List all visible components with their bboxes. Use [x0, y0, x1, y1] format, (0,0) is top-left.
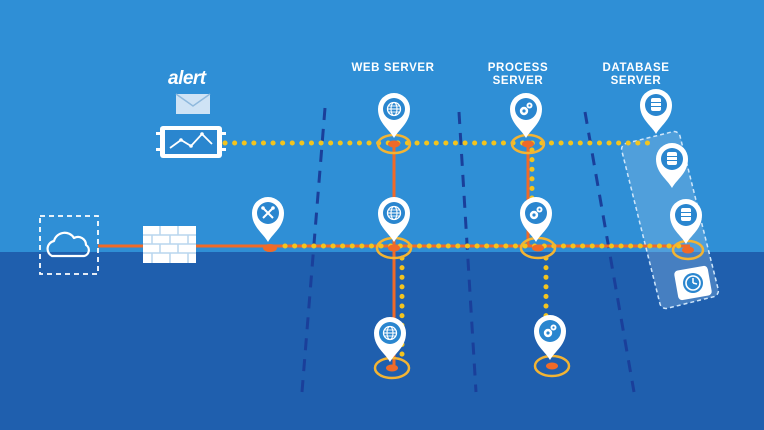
yellow-traffic: [222, 140, 683, 358]
database-server-header: DATABASE SERVER: [586, 62, 686, 88]
database-icon: [666, 151, 678, 166]
process-server-title-line1: PROCESS: [487, 62, 549, 74]
web-server-header: WEB SERVER: [338, 62, 448, 75]
tier-dividers: [300, 107, 636, 393]
database-server-title-line1: DATABASE: [602, 62, 670, 74]
load-balancer-pin[interactable]: [252, 197, 284, 242]
divider-line: [457, 111, 478, 393]
divider-line: [300, 107, 327, 393]
process-server-pin-top[interactable]: [510, 93, 542, 138]
process-server-pin-middle[interactable]: [520, 197, 552, 242]
database-icon: [650, 97, 662, 112]
monitor-graph-icon[interactable]: [156, 126, 226, 158]
divider-line: [583, 111, 636, 393]
process-server-pin-bottom[interactable]: [534, 315, 566, 360]
envelope-icon: [175, 93, 211, 114]
cloud-icon[interactable]: [39, 215, 99, 275]
process-server-header: PROCESS SERVER: [468, 62, 568, 88]
web-server-title: WEB SERVER: [351, 62, 435, 74]
pin-bases: [263, 140, 694, 372]
target-rings: [373, 133, 705, 380]
clock-icon[interactable]: [674, 265, 713, 301]
database-pin-1[interactable]: [640, 89, 672, 134]
web-server-pin-middle[interactable]: [378, 197, 410, 242]
alert-label: alert: [168, 68, 206, 89]
web-server-pin-top[interactable]: [378, 93, 410, 138]
process-server-title-line2: SERVER: [492, 75, 544, 87]
database-server-title-line2: SERVER: [610, 75, 662, 87]
brick-wall-icon[interactable]: [143, 226, 196, 263]
database-icon: [680, 207, 692, 222]
